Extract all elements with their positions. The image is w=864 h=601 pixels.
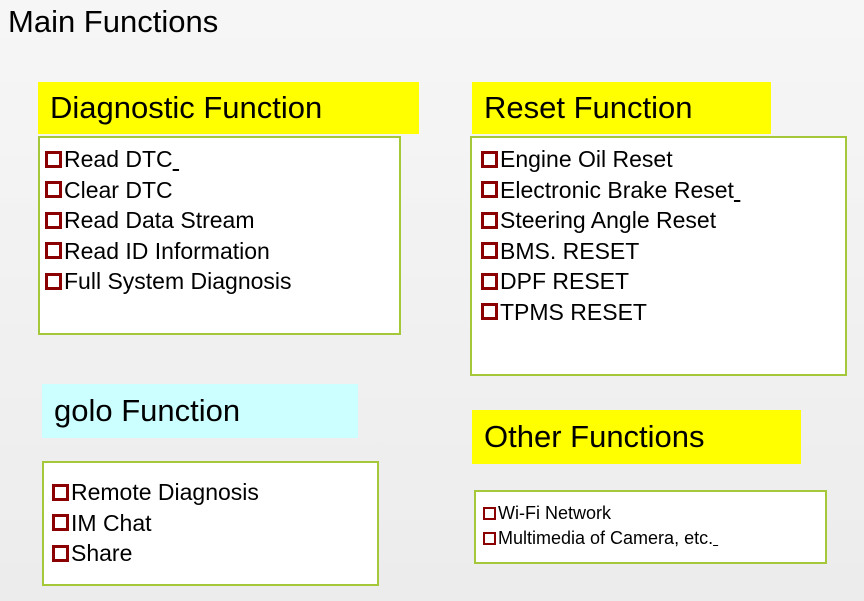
list-item-label: Electronic Brake Reset bbox=[500, 176, 734, 203]
list-item-label: DPF RESET bbox=[500, 268, 630, 294]
list-item-label: Read Data Stream bbox=[64, 207, 255, 233]
list-item: IM Chat bbox=[52, 508, 377, 539]
list-item-label: Clear DTC bbox=[64, 176, 173, 203]
hollow-square-bullet-icon bbox=[52, 483, 69, 501]
list-item-label: Full System Diagnosis bbox=[64, 268, 292, 294]
diagnostic-function-list: Read DTC Clear DTC Read Data Stream Read… bbox=[45, 144, 399, 297]
list-item: Clear DTC bbox=[45, 175, 399, 206]
hollow-square-bullet-icon bbox=[483, 507, 496, 520]
list-item: Engine Oil Reset bbox=[481, 144, 845, 175]
reset-function-box: Engine Oil Reset Electronic Brake Reset … bbox=[470, 136, 847, 376]
golo-function-header: golo Function bbox=[42, 384, 358, 438]
list-item-label: Share bbox=[71, 540, 133, 566]
list-item: Multimedia of Camera, etc. bbox=[483, 526, 825, 551]
golo-function-title: golo Function bbox=[54, 393, 241, 428]
list-item: TPMS RESET bbox=[481, 297, 845, 328]
reset-function-title: Reset Function bbox=[484, 90, 693, 125]
hollow-square-bullet-icon bbox=[481, 150, 498, 168]
list-item: Read Data Stream bbox=[45, 205, 399, 236]
golo-function-list: Remote Diagnosis IM Chat Share bbox=[52, 477, 377, 569]
hollow-square-bullet-icon bbox=[52, 514, 69, 532]
hollow-square-bullet-icon bbox=[481, 242, 498, 260]
list-item-label: Engine Oil Reset bbox=[500, 146, 673, 172]
hollow-square-bullet-icon bbox=[481, 211, 498, 229]
list-item: Read DTC bbox=[45, 144, 399, 175]
golo-function-box: Remote Diagnosis IM Chat Share bbox=[42, 461, 379, 586]
hollow-square-bullet-icon bbox=[45, 150, 62, 168]
list-item: Share bbox=[52, 538, 377, 569]
other-functions-list: Wi-Fi Network Multimedia of Camera, etc. bbox=[483, 501, 825, 551]
list-item: Wi-Fi Network bbox=[483, 501, 825, 526]
hollow-square-bullet-icon bbox=[45, 242, 62, 260]
reset-function-header: Reset Function bbox=[472, 82, 771, 134]
other-functions-box: Wi-Fi Network Multimedia of Camera, etc. bbox=[474, 490, 827, 564]
list-item-label: Remote Diagnosis bbox=[71, 479, 259, 505]
list-item: Steering Angle Reset bbox=[481, 205, 845, 236]
diagnostic-function-box: Read DTC Clear DTC Read Data Stream Read… bbox=[38, 136, 401, 335]
hollow-square-bullet-icon bbox=[481, 303, 498, 321]
list-item-label: Read ID Information bbox=[64, 237, 270, 264]
hollow-square-bullet-icon bbox=[483, 532, 496, 545]
list-item-label: Wi-Fi Network bbox=[498, 503, 611, 523]
list-item: Read ID Information bbox=[45, 236, 399, 267]
other-functions-header: Other Functions bbox=[472, 410, 801, 464]
hollow-square-bullet-icon bbox=[481, 272, 498, 290]
diagnostic-function-header: Diagnostic Function bbox=[38, 82, 419, 134]
list-item-label: IM Chat bbox=[71, 509, 152, 536]
list-item-label: TPMS RESET bbox=[500, 298, 647, 325]
hollow-square-bullet-icon bbox=[45, 272, 62, 290]
list-item: Remote Diagnosis bbox=[52, 477, 377, 508]
list-item-label: Read DTC bbox=[64, 146, 173, 172]
reset-function-list: Engine Oil Reset Electronic Brake Reset … bbox=[481, 144, 845, 327]
list-item-label: BMS. RESET bbox=[500, 237, 640, 264]
page-title: Main Functions bbox=[8, 4, 219, 39]
hollow-square-bullet-icon bbox=[45, 181, 62, 199]
other-functions-title: Other Functions bbox=[484, 419, 705, 454]
hollow-square-bullet-icon bbox=[52, 544, 69, 562]
list-item-label: Multimedia of Camera, etc. bbox=[498, 528, 714, 548]
list-item: DPF RESET bbox=[481, 266, 845, 297]
list-item: BMS. RESET bbox=[481, 236, 845, 267]
list-item-label: Steering Angle Reset bbox=[500, 207, 717, 233]
diagnostic-function-title: Diagnostic Function bbox=[50, 90, 323, 125]
hollow-square-bullet-icon bbox=[481, 181, 498, 199]
hollow-square-bullet-icon bbox=[45, 211, 62, 229]
list-item: Full System Diagnosis bbox=[45, 266, 399, 297]
list-item: Electronic Brake Reset bbox=[481, 175, 845, 206]
